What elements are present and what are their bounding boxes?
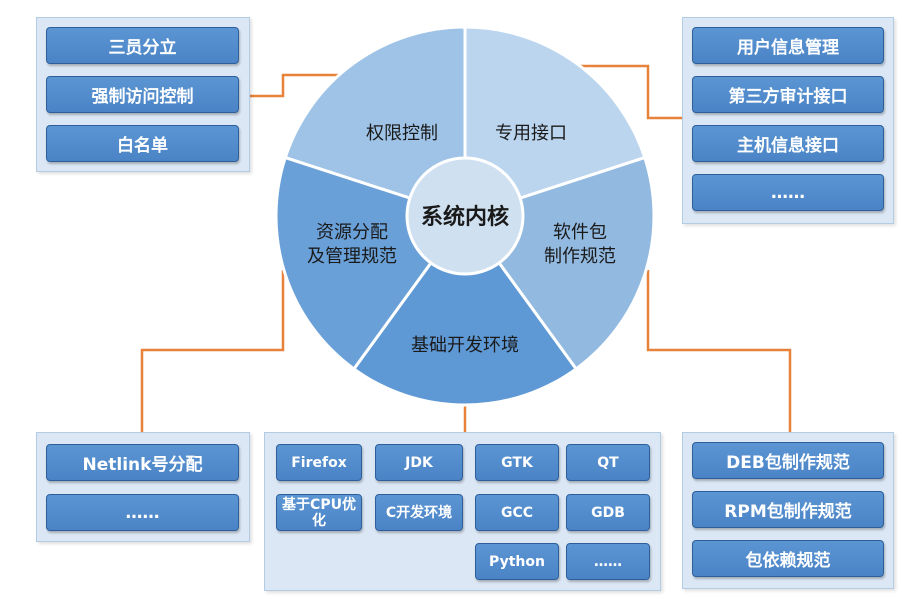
devenv-item[interactable]: Firefox <box>276 444 362 481</box>
devenv-item[interactable]: …… <box>566 543 650 580</box>
permission-panel: 三员分立 强制访问控制 白名单 <box>36 17 250 172</box>
devenv-item-text: C开发环境 <box>385 504 453 521</box>
devenv-item[interactable]: GTK <box>475 444 559 481</box>
resource-item[interactable]: Netlink号分配 <box>46 444 239 481</box>
resource-item[interactable]: …… <box>46 494 239 531</box>
package-item[interactable]: DEB包制作规范 <box>692 442 884 479</box>
package-item[interactable]: RPM包制作规范 <box>692 491 884 528</box>
segment-label: 及管理规范 <box>307 246 397 267</box>
interface-item[interactable]: 主机信息接口 <box>692 125 884 162</box>
devenv-item[interactable]: GCC <box>475 494 559 531</box>
connector-permission <box>248 73 347 98</box>
devenv-item[interactable]: 基于CPU优化 <box>276 494 362 531</box>
connector-interface <box>580 64 682 120</box>
segment-label: 制作规范 <box>544 246 616 267</box>
interface-item[interactable]: 第三方审计接口 <box>692 76 884 113</box>
connector-resource <box>140 270 285 432</box>
core-circle <box>405 156 525 276</box>
devenv-item-text: 基于CPU优化 <box>282 496 356 529</box>
devenv-item[interactable]: GDB <box>566 494 650 531</box>
connector-package <box>646 270 792 432</box>
permission-item[interactable]: 白名单 <box>46 125 239 162</box>
segment-label: 软件包 <box>553 222 607 243</box>
devenv-item[interactable]: JDK <box>375 444 463 481</box>
package-item[interactable]: 包依赖规范 <box>692 540 884 577</box>
devenv-panel: Firefox JDK GTK QT 基于CPU优化 C开发环境 GCC GDB… <box>264 432 661 591</box>
permission-item[interactable]: 三员分立 <box>46 27 239 64</box>
segment-label: 基础开发环境 <box>411 335 519 356</box>
wheel-segment <box>351 213 579 407</box>
devenv-item[interactable]: QT <box>566 444 650 481</box>
interface-item[interactable]: …… <box>692 174 884 211</box>
permission-item[interactable]: 强制访问控制 <box>46 76 239 113</box>
segment-label: 专用接口 <box>495 123 567 144</box>
resource-panel: Netlink号分配 …… <box>36 432 250 542</box>
core-label: 系统内核 <box>421 204 509 230</box>
segment-label: 权限控制 <box>366 123 438 144</box>
interface-panel: 用户信息管理 第三方审计接口 主机信息接口 …… <box>682 17 894 224</box>
devenv-item[interactable]: Python <box>475 543 559 580</box>
segment-label: 资源分配 <box>316 222 388 243</box>
package-panel: DEB包制作规范 RPM包制作规范 包依赖规范 <box>682 432 894 589</box>
wheel-segment <box>463 25 647 219</box>
devenv-item[interactable]: C开发环境 <box>375 494 463 531</box>
interface-item[interactable]: 用户信息管理 <box>692 27 884 64</box>
wheel-segment <box>283 25 467 219</box>
